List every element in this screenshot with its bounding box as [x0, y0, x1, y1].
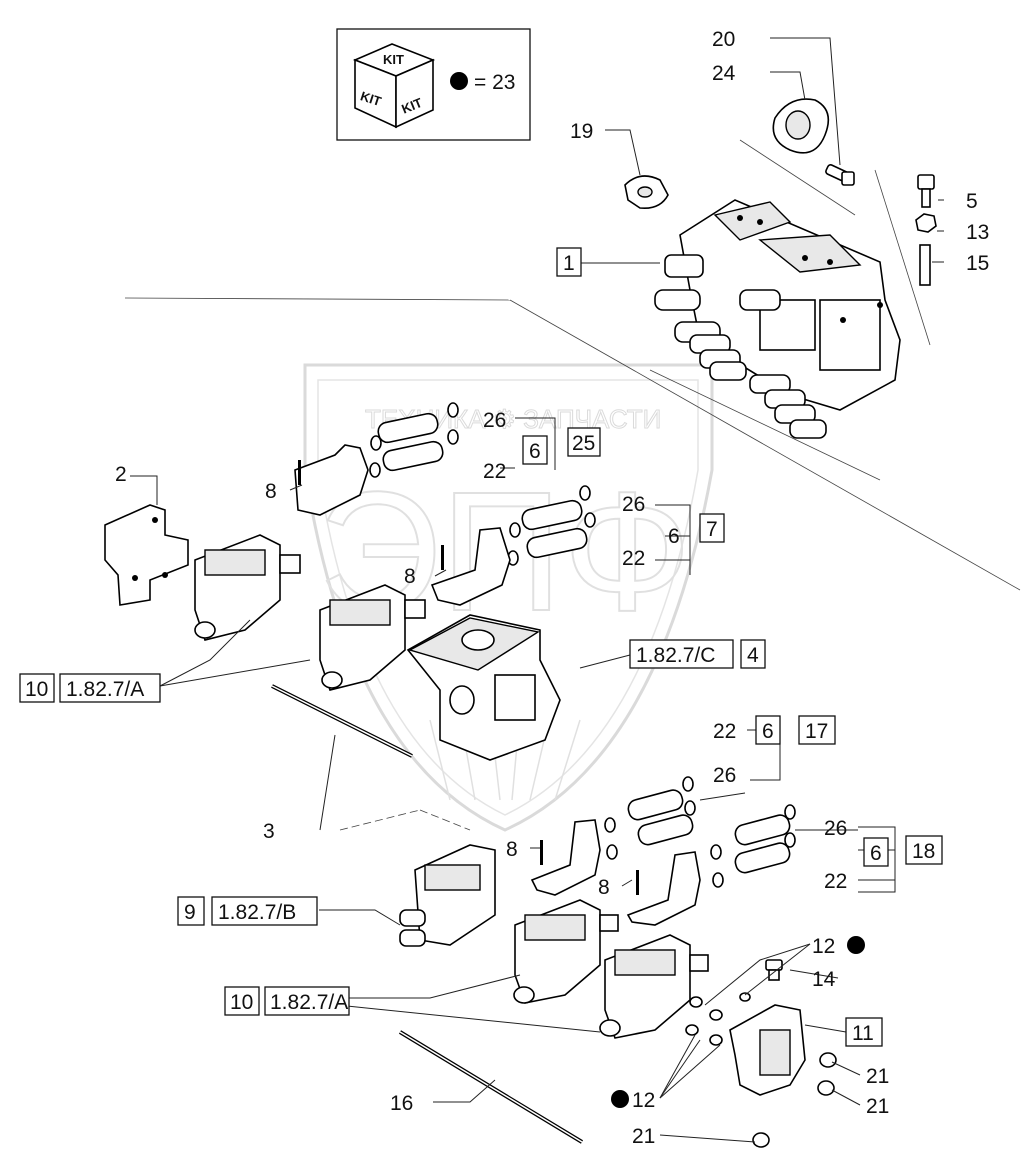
tie-rod-part-3 [271, 684, 413, 758]
kit-label-top: KIT [383, 52, 404, 67]
callout-6-middle: 6 [668, 525, 680, 548]
kit-cube-icon [352, 43, 436, 129]
callout-6-upper: 6 [529, 440, 541, 463]
cover-plate-part-2 [104, 504, 189, 606]
kit-label-left: KIT [359, 88, 384, 109]
callout-8-d: 8 [598, 876, 610, 899]
callout-20: 20 [712, 28, 735, 51]
center-body-part-4 [406, 614, 561, 761]
callout-5: 5 [966, 190, 978, 213]
ref-box-1-82-7-a-lower [264, 986, 350, 1016]
stud-part-15 [919, 244, 931, 286]
ref-1-82-7-a-upper: 1.82.7/A [66, 678, 144, 701]
kit-label-right: KIT [399, 95, 424, 117]
callout-22-upper: 22 [483, 460, 506, 483]
callout-16: 16 [390, 1092, 413, 1115]
callout-8-c: 8 [506, 838, 518, 861]
callout-7: 7 [706, 518, 718, 541]
callout-24: 24 [712, 62, 736, 85]
callout-12-lower: 12 [632, 1089, 655, 1112]
callout-22-lower-b: 22 [824, 870, 847, 893]
callout-box-9 [177, 896, 205, 926]
main-control-valve [654, 199, 901, 439]
kit-legend: KIT KIT KIT = 23 [336, 28, 531, 141]
callout-8-a: 8 [265, 480, 277, 503]
callout-26-upper: 26 [483, 409, 506, 432]
plug-part-14 [765, 959, 783, 981]
callout-22-lower-a: 22 [713, 720, 736, 743]
callout-10-lower: 10 [230, 991, 253, 1014]
nuts-part-21 [752, 1052, 837, 1148]
callout-18: 18 [912, 840, 935, 863]
callout-1: 1 [563, 252, 575, 275]
callout-19: 19 [570, 120, 593, 143]
guide-lines [124, 139, 1021, 831]
callout-3: 3 [263, 820, 275, 843]
callout-10-upper: 10 [25, 678, 48, 701]
callout-6-lower-a: 6 [762, 720, 774, 743]
callout-box-4 [740, 639, 766, 669]
callout-4: 4 [747, 644, 759, 667]
callout-box-18 [905, 835, 943, 865]
valve-section-9 [399, 844, 496, 947]
callout-8-b: 8 [404, 565, 416, 588]
ref-1-82-7-c: 1.82.7/C [636, 644, 715, 667]
callout-26-lower-a: 26 [713, 764, 736, 787]
flange-part-24 [772, 98, 830, 154]
callout-22-middle: 22 [622, 547, 645, 570]
callout-21-a: 21 [866, 1065, 889, 1088]
callout-12-upper: 12 [812, 935, 835, 958]
bolt-part-20 [825, 164, 855, 186]
callout-labels: 20 24 19 5 13 15 1 26 25 6 22 2 8 26 7 6… [19, 28, 989, 1148]
kit-bullet-icon [450, 72, 468, 90]
callout-21-b: 21 [866, 1095, 889, 1118]
tie-rod-part-16 [398, 1030, 584, 1144]
callout-box-6-upper [522, 435, 548, 465]
callout-6-lower-b: 6 [870, 842, 882, 865]
ref-box-1-82-7-b [211, 896, 318, 926]
callout-25: 25 [572, 432, 595, 455]
callout-21-c: 21 [632, 1125, 655, 1148]
end-cover-part-11 [729, 1004, 806, 1096]
callout-box-10-upper [19, 673, 55, 703]
ref-box-1-82-7-a-upper [59, 673, 161, 703]
lower-spool-group-18 [626, 804, 796, 926]
ref-1-82-7-b: 1.82.7/B [218, 901, 296, 924]
kit-bullet-12-upper-icon [847, 936, 865, 954]
callout-17: 17 [805, 720, 828, 743]
callout-box-25 [567, 427, 601, 457]
callout-box-6-lower-a [755, 715, 781, 745]
callout-box-1 [556, 247, 582, 277]
callout-box-11 [845, 1017, 883, 1047]
nut-part-13 [915, 213, 937, 233]
upper-spool-group [294, 402, 459, 516]
callout-box-7 [699, 513, 725, 543]
callout-box-6-lower-b [863, 837, 889, 867]
callout-9: 9 [184, 901, 196, 924]
callout-26-lower-b: 26 [824, 817, 847, 840]
valve-section-10-upper [194, 534, 426, 691]
middle-spool-group [430, 485, 596, 606]
callout-13: 13 [966, 221, 989, 244]
callout-14: 14 [812, 968, 836, 991]
callout-26-middle: 26 [622, 493, 645, 516]
lower-spool-group-17 [530, 776, 696, 896]
seal-rings-12 [685, 992, 751, 1046]
kit-bullet-12-lower-icon [611, 1090, 629, 1108]
callout-2: 2 [115, 463, 127, 486]
valve-section-10-lower [513, 899, 709, 1039]
callout-15: 15 [966, 252, 989, 275]
screw-part-5 [917, 174, 935, 208]
ref-box-1-82-7-c [629, 639, 734, 669]
kit-equation: = 23 [474, 71, 515, 94]
callout-11: 11 [852, 1022, 874, 1045]
cap-part-19 [624, 175, 669, 210]
callout-box-17 [798, 715, 836, 745]
ref-1-82-7-a-lower: 1.82.7/A [270, 991, 348, 1014]
callout-box-10-lower [224, 986, 260, 1016]
